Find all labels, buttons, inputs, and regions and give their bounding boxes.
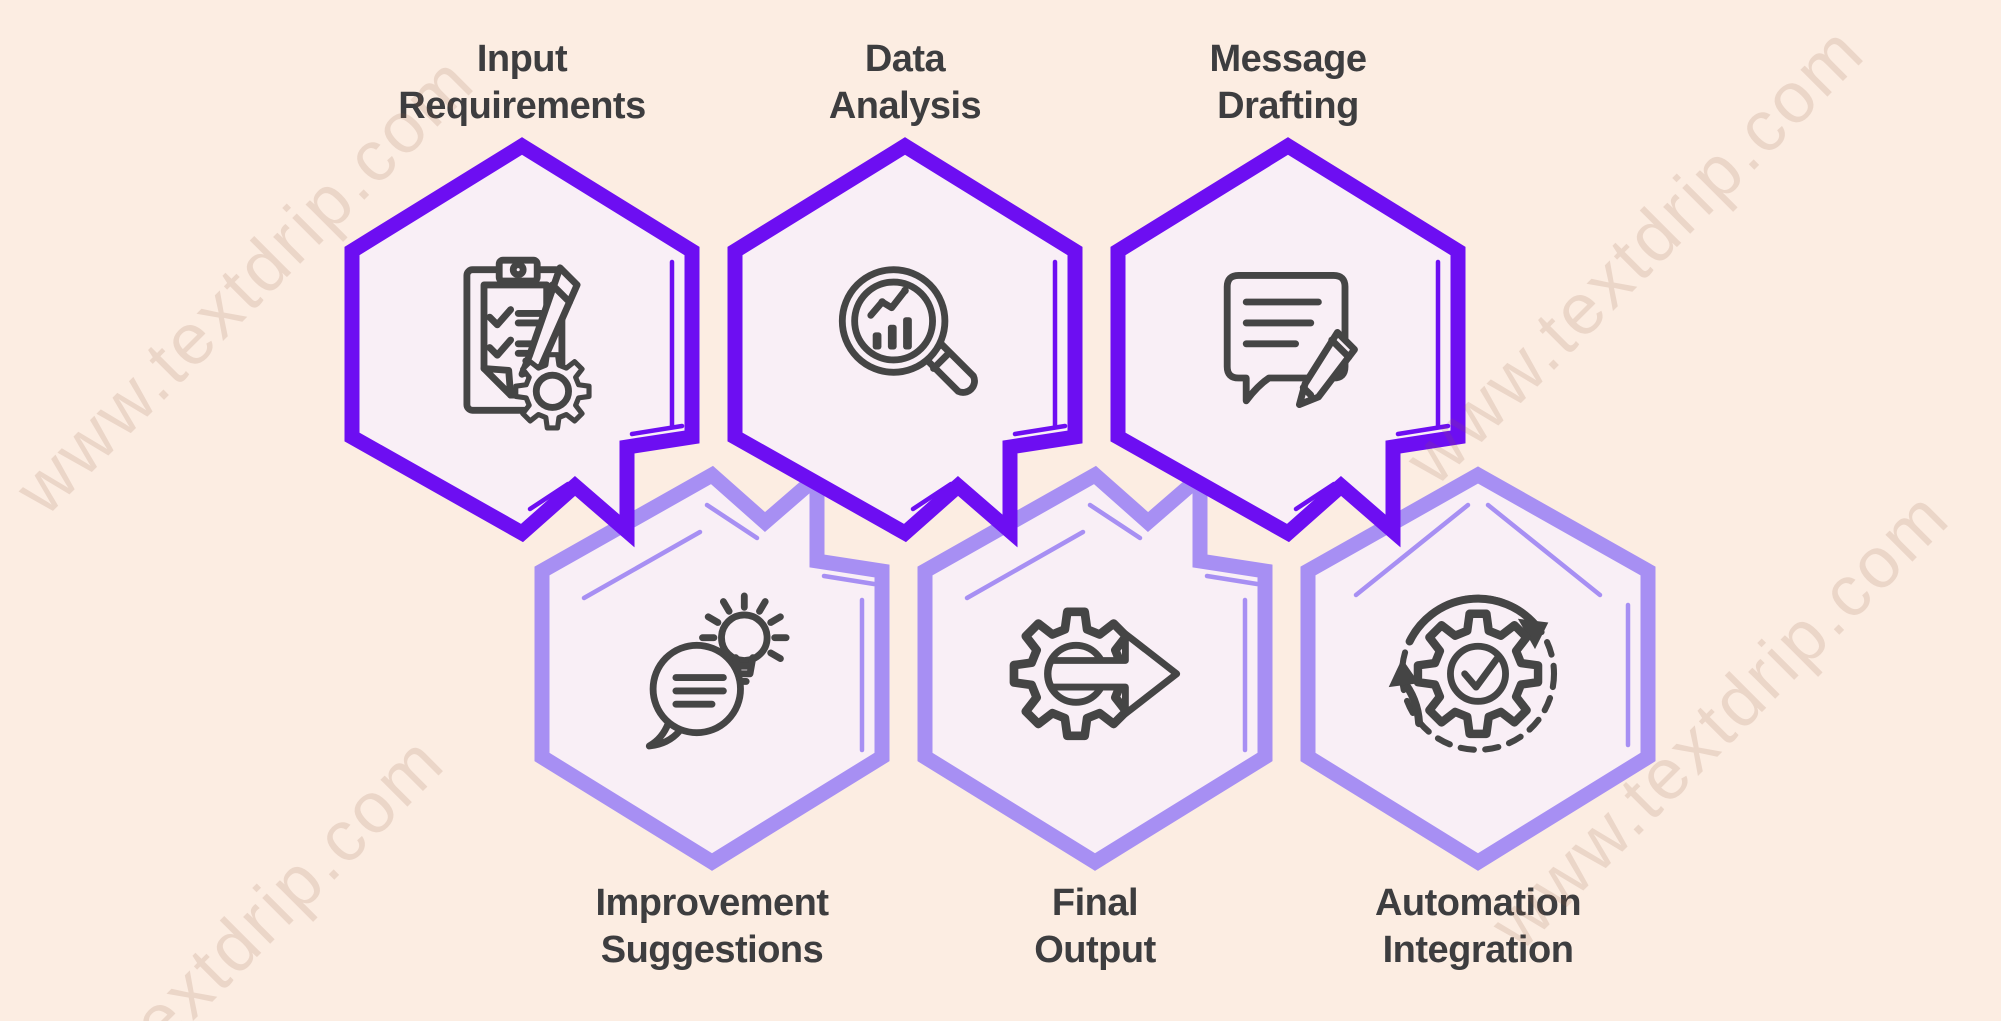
- step-label-line1: Input: [476, 38, 568, 80]
- step-label-line1: Improvement: [595, 882, 829, 924]
- step-label: Input Requirements: [312, 36, 732, 130]
- clipboard-checklist-icon: [463, 256, 617, 435]
- step-label-line2: Requirements: [398, 85, 646, 127]
- message-pencil-icon: [1223, 271, 1358, 409]
- step-label-line2: Suggestions: [600, 929, 824, 971]
- step-label: Data Analysis: [695, 36, 1115, 130]
- step-label-line2: Output: [1034, 929, 1156, 971]
- gear-check-cycle-icon: [1388, 594, 1558, 753]
- watermark-text: www.textdrip.com: [0, 720, 460, 1021]
- step-label-line1: Automation: [1374, 882, 1582, 924]
- step-label-line2: Integration: [1382, 929, 1574, 971]
- step-label-line1: Final: [1051, 882, 1139, 924]
- step-label-line2: Analysis: [828, 85, 982, 127]
- step-label-line1: Data: [864, 38, 946, 80]
- step-label: Message Drafting: [1078, 36, 1498, 130]
- step-label: Automation Integration: [1268, 880, 1688, 974]
- step-label: Final Output: [885, 880, 1305, 974]
- step-label-line2: Drafting: [1217, 85, 1359, 127]
- step-label: Improvement Suggestions: [502, 880, 922, 974]
- gear-arrow-icon: [1000, 575, 1181, 765]
- speech-lightbulb-icon: [645, 592, 790, 750]
- magnifier-chart-icon: [838, 266, 978, 396]
- step-label-line1: Message: [1209, 38, 1367, 80]
